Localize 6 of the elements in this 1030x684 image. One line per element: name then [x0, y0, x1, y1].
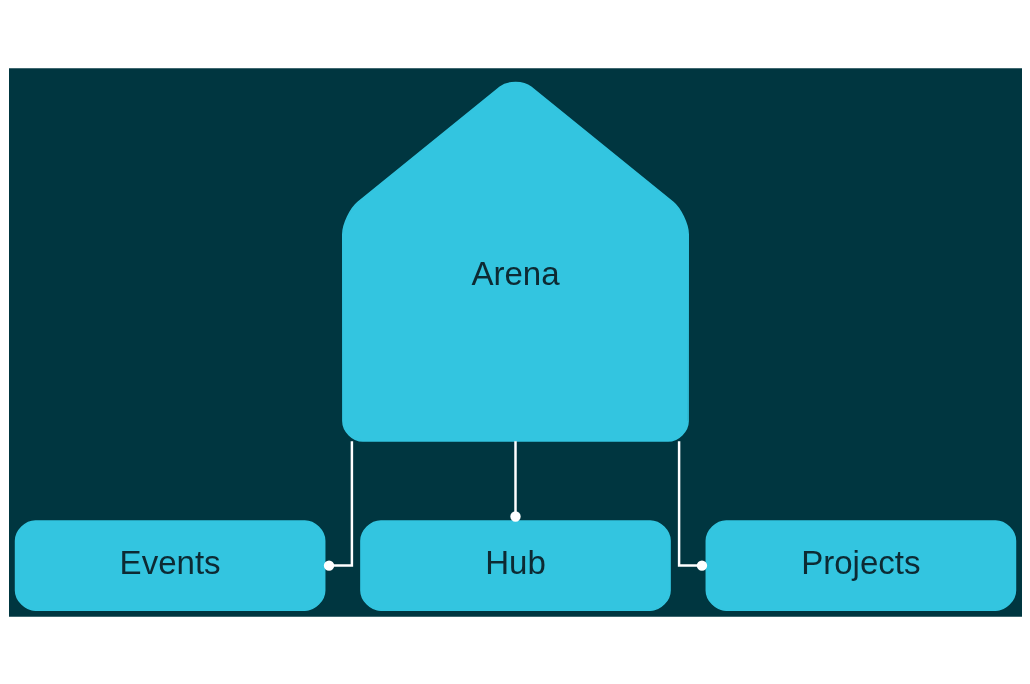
connector — [677, 440, 707, 571]
connector — [509, 440, 521, 522]
node-box: Projects — [705, 519, 1016, 611]
connector — [323, 440, 353, 571]
node-box: Hub — [359, 519, 671, 611]
node-box: Events — [14, 519, 325, 611]
